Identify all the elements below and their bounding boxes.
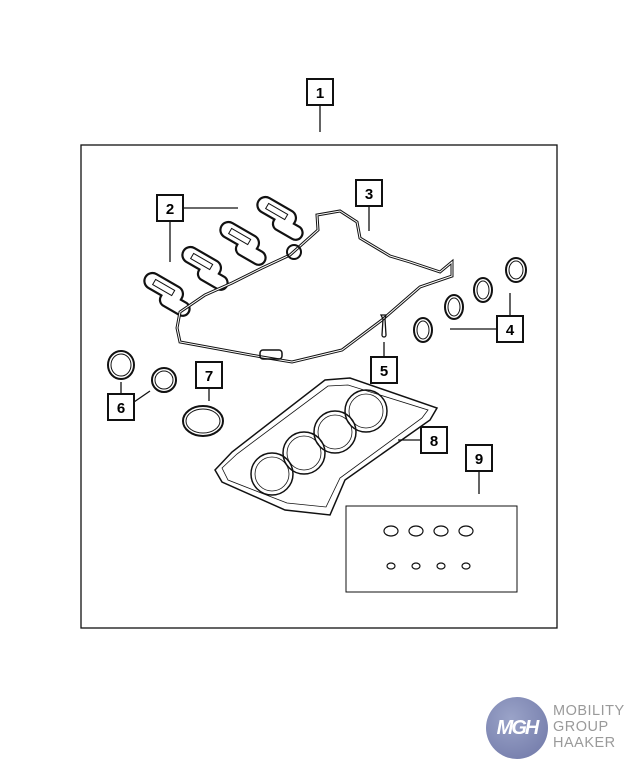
callout-4: 4	[496, 315, 524, 343]
logo-wordmark: MOBILITY GROUP HAAKER	[553, 703, 625, 751]
callout-9-label: 9	[475, 451, 483, 468]
leader-lines	[120, 105, 511, 494]
callout-4-label: 4	[506, 322, 515, 339]
callout-2-label: 2	[166, 201, 174, 218]
callout-5-label: 5	[380, 363, 388, 380]
logo-line-3: HAAKER	[553, 735, 616, 751]
callout-5: 5	[370, 356, 398, 384]
logo-line-1: MOBILITY	[553, 703, 625, 719]
dowel-pin	[379, 314, 387, 338]
callout-8: 8	[420, 426, 448, 454]
callout-1: 1	[306, 78, 334, 106]
callout-2: 2	[156, 194, 184, 222]
callout-6: 6	[107, 393, 135, 421]
o-ring-7	[182, 405, 224, 437]
callout-7: 7	[195, 361, 223, 389]
company-logo: MGH MOBILITY GROUP HAAKER	[486, 697, 636, 767]
valve-cover-gasket	[175, 209, 454, 364]
callout-3: 3	[355, 179, 383, 207]
seal-rings-4	[413, 257, 527, 343]
callout-9: 9	[465, 444, 493, 472]
logo-emblem: MGH	[486, 697, 548, 759]
callout-7-label: 7	[205, 368, 213, 385]
seal-rings-6	[107, 350, 177, 393]
callout-1-label: 1	[316, 85, 324, 102]
callout-6-label: 6	[117, 400, 125, 417]
small-parts-kit	[345, 505, 518, 593]
cylinder-head-gasket	[214, 377, 439, 516]
callout-3-label: 3	[365, 186, 373, 203]
kit-frame	[80, 144, 558, 629]
logo-mark: MGH	[496, 716, 540, 739]
logo-line-2: GROUP	[553, 719, 609, 735]
callouts: 1 2 3 4 5 6 7 8 9	[107, 78, 524, 472]
callout-8-label: 8	[430, 433, 438, 450]
